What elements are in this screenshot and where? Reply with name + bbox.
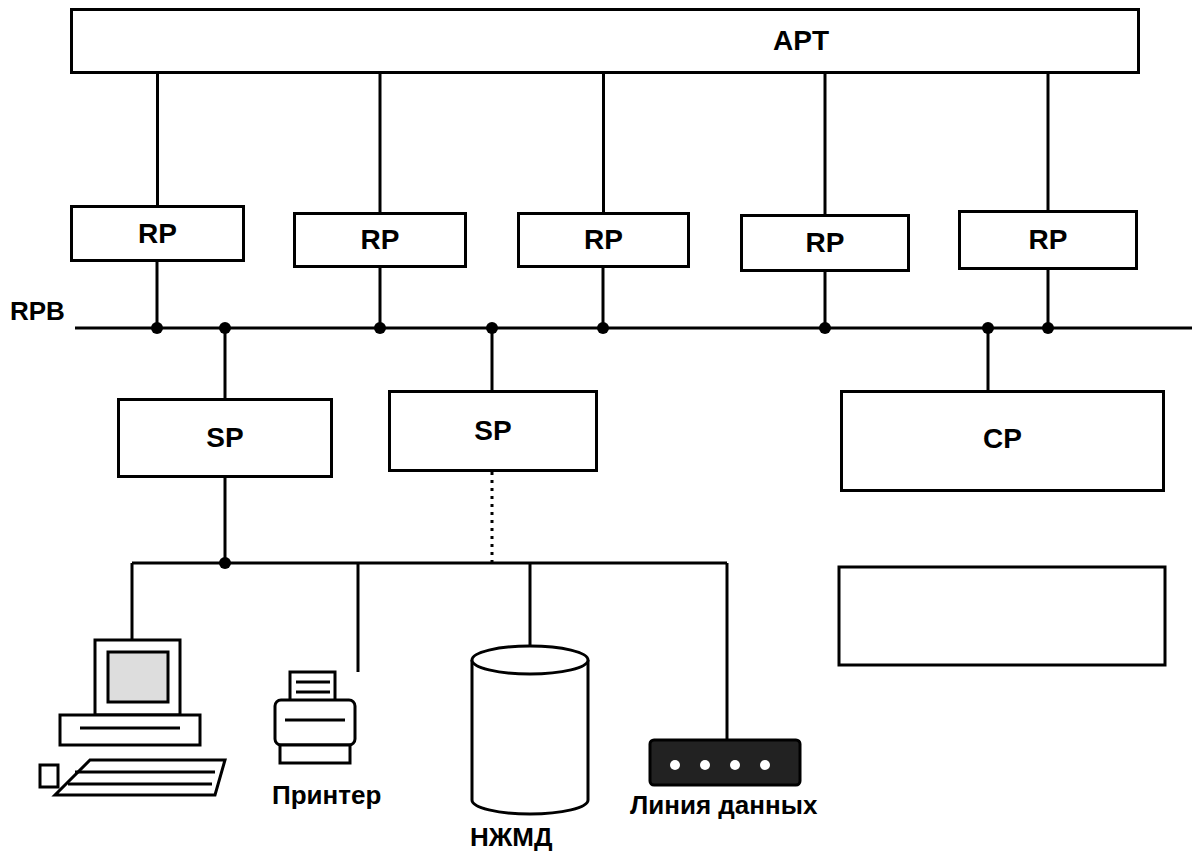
box-label: APT: [773, 25, 829, 57]
process-box: RP: [293, 212, 467, 268]
bus-box: APT: [70, 8, 1140, 74]
device-stub: [224, 478, 227, 563]
empty-box: [839, 567, 1165, 665]
box-label: RP: [1029, 224, 1068, 256]
device-label: НЖМД: [468, 822, 554, 853]
box-label: RP: [806, 227, 845, 259]
process-box: RP: [958, 210, 1138, 270]
junction-dot: [1042, 322, 1054, 334]
connector-line: [603, 74, 604, 212]
connector-line: [825, 74, 826, 214]
box-label: SP: [206, 422, 243, 454]
bus-stub: [824, 272, 827, 328]
process-box: CP: [840, 390, 1165, 492]
computer-icon: [40, 640, 225, 795]
modem-icon: [650, 740, 800, 785]
box-label: CP: [983, 423, 1022, 455]
device-stub: [529, 563, 532, 648]
process-box: SP: [117, 398, 333, 478]
box-label: SP: [474, 415, 511, 447]
process-box: RP: [517, 212, 690, 268]
box-label: RP: [584, 224, 623, 256]
connector-line: [380, 74, 381, 212]
junction-dot: [597, 322, 609, 334]
device-label: Линия данных: [628, 790, 819, 821]
bus-stub: [224, 328, 227, 398]
disk-cylinder: [472, 646, 588, 814]
printer-icon: [275, 672, 355, 763]
bus-stub: [987, 328, 990, 390]
device-label: Принтер: [270, 780, 383, 811]
dotted-link: [491, 472, 494, 563]
junction-dot: [982, 322, 994, 334]
junction-dot: [374, 322, 386, 334]
junction-dot: [219, 322, 231, 334]
bus-stub: [602, 268, 605, 328]
bus-stub: [1047, 270, 1050, 328]
connector-line: [1048, 74, 1049, 210]
process-box: RP: [740, 214, 910, 272]
connector-line: [157, 74, 158, 205]
device-stub: [726, 563, 729, 740]
junction-dot: [219, 557, 231, 569]
device-stub: [131, 563, 134, 640]
junction-dot: [486, 322, 498, 334]
junction-dot: [151, 322, 163, 334]
box-label: RP: [138, 218, 177, 250]
device-stub: [357, 563, 360, 672]
bus-line: [75, 327, 1192, 330]
process-box: RP: [70, 205, 245, 262]
junction-dot: [819, 322, 831, 334]
bus-label: RPB: [8, 296, 67, 327]
bus-stub: [379, 268, 382, 328]
bus-stub: [156, 262, 159, 328]
box-label: RP: [361, 224, 400, 256]
bus-stub: [491, 328, 494, 390]
process-box: SP: [388, 390, 598, 472]
